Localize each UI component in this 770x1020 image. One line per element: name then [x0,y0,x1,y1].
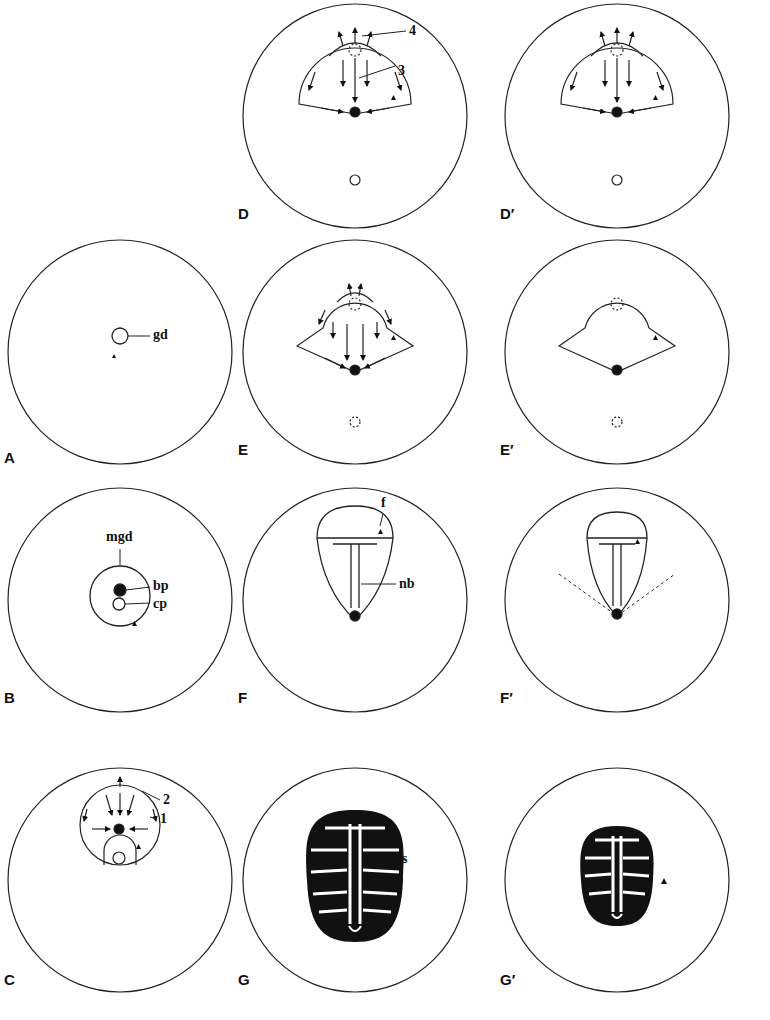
stage-f [317,506,396,621]
stage-c [80,777,160,865]
stage-g [306,810,404,942]
part-label: gd [153,328,168,342]
panel-letter: G′ [500,972,515,987]
egg-outline [243,488,467,712]
egg-outline [243,4,467,228]
egg-outline [505,240,729,464]
egg-outline [505,488,729,712]
stage-b [90,549,150,626]
panel-letter: G [238,972,250,987]
egg-outline [243,768,467,992]
panel-letter: F [238,690,247,705]
egg-outline [243,240,467,464]
stage-e [297,284,413,427]
part-label: bp [153,579,169,593]
stage-d [299,28,411,185]
callout-number: 2 [163,793,170,807]
part-label: f [381,496,386,510]
panel-letter: D′ [500,206,514,221]
panel-letter: F′ [500,690,513,705]
callout-number: 3 [398,64,405,78]
panel-letter: B [4,690,15,705]
callout-number: 4 [409,24,416,38]
part-label: s [402,852,407,866]
part-label: mgd [106,530,132,544]
stage-a [112,328,150,358]
egg-outline [505,768,729,992]
panel-letter: C [4,972,15,987]
panel-letter: E′ [500,442,514,457]
egg-outline [8,768,232,992]
stage-f-prime [559,512,675,619]
panel-letter: E [238,442,248,457]
part-label: cp [153,597,167,611]
callout-number: 1 [160,812,167,826]
stage-d-prime [561,28,673,185]
stage-g-prime [580,826,667,926]
stage-e-prime [559,298,675,427]
egg-outline [505,4,729,228]
egg-outline [8,240,232,464]
panel-letter: D [238,206,249,221]
egg-outline [8,488,232,712]
panel-letter: A [4,450,15,465]
part-label: nb [399,577,415,591]
